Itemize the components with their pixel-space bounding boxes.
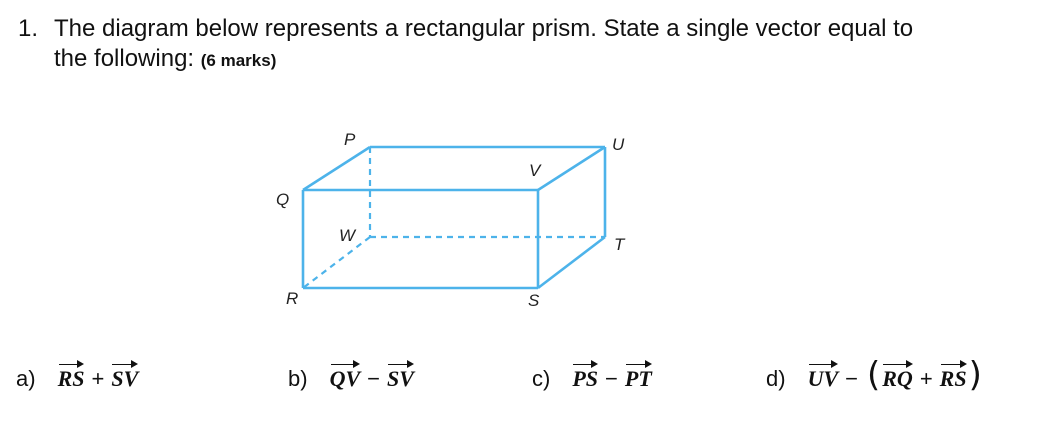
open-paren: (	[866, 355, 881, 395]
rectangular-prism-diagram: P U Q V W T R S	[276, 130, 626, 310]
vertex-label-P: P	[344, 130, 356, 149]
part-c-expression: PS − PT	[572, 358, 652, 392]
operator-plus: +	[919, 366, 933, 391]
operator-plus: +	[91, 366, 105, 391]
part-d: d) UV − ( RQ + RS )	[766, 358, 984, 392]
vertex-label-T: T	[614, 235, 626, 254]
close-paren: )	[968, 355, 982, 395]
operator-minus: −	[367, 366, 380, 391]
question-text-line1: The diagram below represents a rectangul…	[54, 15, 914, 42]
operator-minus: −	[845, 366, 858, 391]
part-a-expression: RS + SV	[58, 358, 138, 392]
question-text-line2: the following: (6 marks)	[54, 44, 1028, 76]
part-d-expression: UV − ( RQ + RS )	[808, 358, 984, 392]
prism-solid-edges	[301, 145, 607, 290]
vector-SV: SV	[111, 358, 138, 392]
part-b: b) QV − SV	[288, 358, 414, 392]
vertex-label-Q: Q	[276, 190, 289, 209]
edge-WR	[302, 236, 371, 289]
part-a-label: a)	[16, 366, 36, 391]
vector-QV: QV	[330, 358, 360, 392]
part-c: c) PS − PT	[532, 358, 652, 392]
vertex-label-R: R	[286, 289, 298, 308]
question-number: 1.	[18, 15, 39, 42]
vertex-label-U: U	[612, 135, 625, 154]
prism-hidden-edges	[302, 147, 605, 289]
part-d-label: d)	[766, 366, 786, 391]
vertex-label-V: V	[529, 161, 542, 180]
vector-PT: PT	[625, 358, 652, 392]
vertex-label-S: S	[528, 291, 540, 310]
vector-RS: RS	[58, 358, 84, 392]
vector-UV: UV	[808, 358, 838, 392]
edge-TS	[537, 235, 606, 290]
edge-QP	[302, 145, 371, 192]
vertex-label-W: W	[339, 226, 357, 245]
part-b-expression: QV − SV	[330, 358, 414, 392]
operator-minus: −	[605, 366, 618, 391]
question-text-line2-main: the following:	[54, 45, 201, 72]
edge-UV	[537, 145, 606, 192]
vector-PS: PS	[572, 358, 598, 392]
vector-RS: RS	[940, 358, 967, 392]
marks-label: (6 marks)	[200, 51, 277, 70]
part-c-label: c)	[532, 366, 551, 391]
part-a: a) RS + SV	[16, 358, 138, 392]
question-1: 1. The diagram below represents a rectan…	[18, 14, 1028, 76]
vector-SV: SV	[387, 358, 414, 392]
part-b-label: b)	[288, 366, 308, 391]
vector-RQ: RQ	[882, 358, 913, 392]
